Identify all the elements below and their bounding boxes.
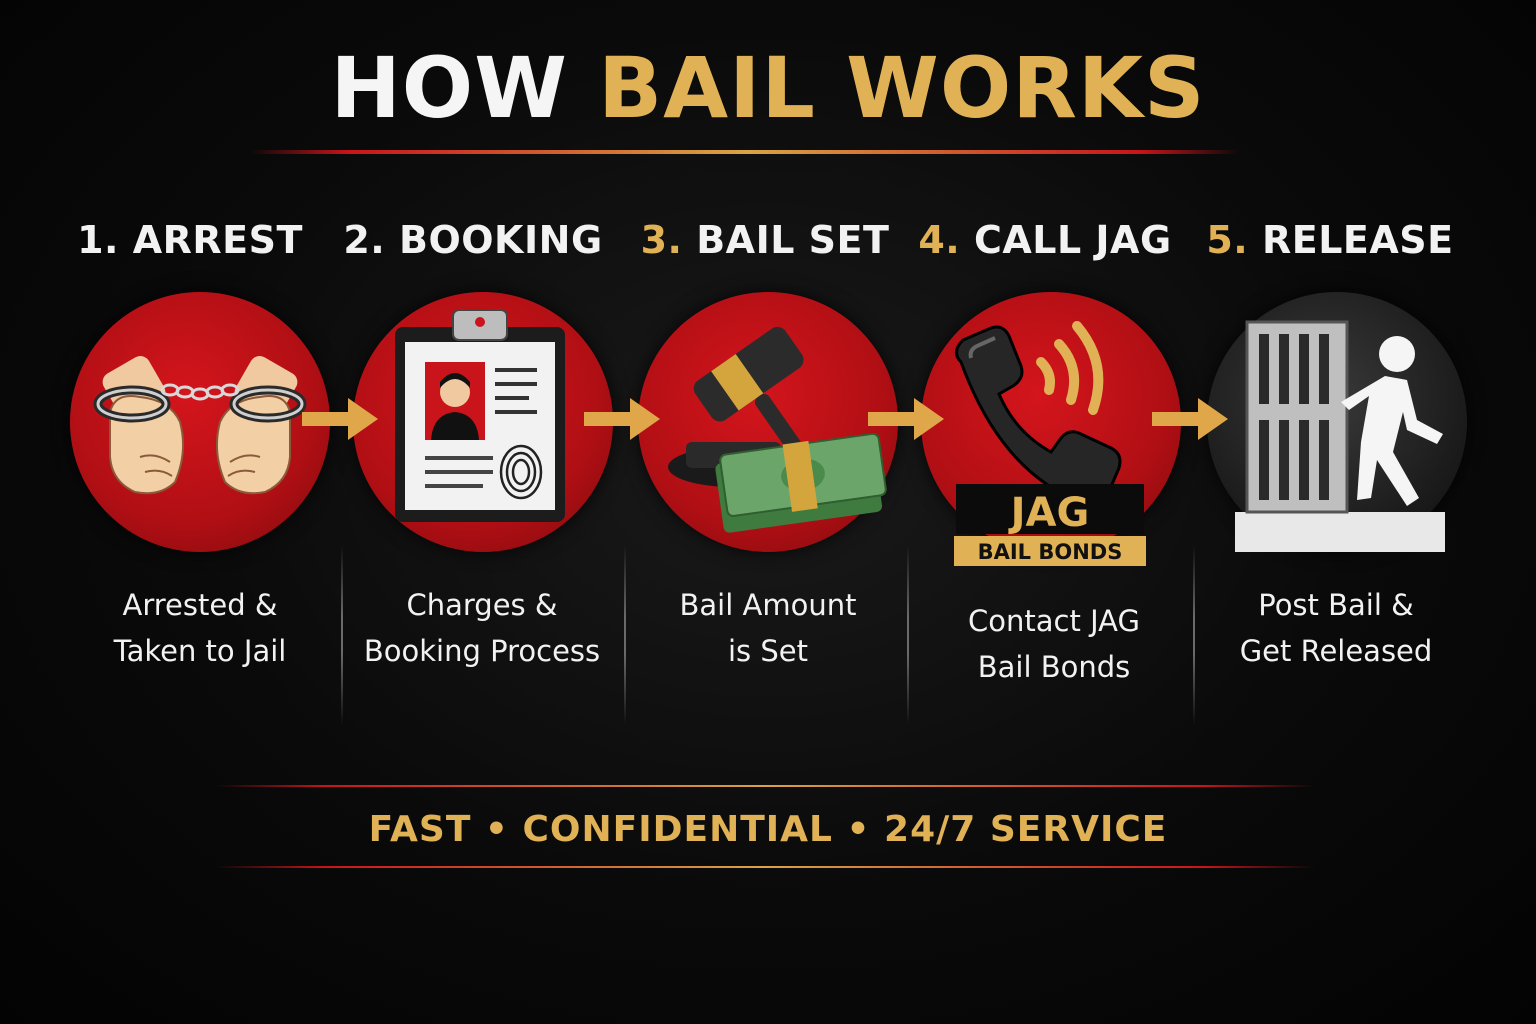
step-label: CALL JAG [973,218,1172,262]
description-line: Contact JAG [968,604,1140,638]
logo-subtitle: BAIL BONDS [978,540,1123,564]
step-description-release: Post Bail & Get Released [1196,582,1476,674]
page-title: HOW BAIL WORKS [0,38,1536,138]
step-number: 3. [640,218,683,262]
step-title-bail-set: 3. BAIL SET [620,218,910,262]
step-title-call-jag: 4. CALL JAG [900,218,1190,262]
description-line: Bail Amount [679,588,857,622]
title-gold-part: BAIL WORKS [598,39,1206,137]
logo-name: JAG [1008,490,1090,536]
clipboard-mugshot-icon [395,309,565,522]
step-circle-arrest [70,292,330,552]
description-line: Get Released [1239,634,1433,668]
step-title-release: 5. RELEASE [1185,218,1475,262]
step-circle-booking [353,292,613,552]
arrow-right-icon [868,398,944,440]
step-circle-release [1207,292,1467,552]
description-line: Taken to Jail [113,634,287,668]
step-label: BAIL SET [696,218,890,262]
arrow-right-icon [302,398,378,440]
step-number: 4. [918,218,961,262]
description-line: Arrested & [122,588,278,622]
footer-tagline: FAST • CONFIDENTIAL • 24/7 SERVICE [368,809,1168,850]
walking-out-of-jail-icon [1235,320,1445,552]
column-divider [1193,545,1195,725]
title-white-part: HOW [330,39,568,137]
step-number: 2. [343,218,386,262]
handcuffs-icon [93,356,307,495]
step-number: 1. [77,218,119,262]
step-title-arrest: 1. ARREST [45,218,335,262]
column-divider [907,545,909,725]
title-underline [250,150,1240,154]
description-line: Charges & [406,588,558,622]
step-title-booking: 2. BOOKING [328,218,618,262]
step-number: 5. [1206,218,1249,262]
step-description-call-jag: Contact JAG Bail Bonds [914,598,1194,690]
description-line: Post Bail & [1258,588,1414,622]
arrow-right-icon [584,398,660,440]
column-divider [341,545,343,725]
step-label: RELEASE [1261,218,1454,262]
step-description-booking: Charges & Booking Process [342,582,622,674]
description-line: Booking Process [363,634,601,668]
step-description-bail-set: Bail Amount is Set [628,582,908,674]
footer-top-rule [215,785,1315,787]
arrow-right-icon [1152,398,1228,440]
step-label: ARREST [132,218,303,262]
footer-bottom-rule [215,866,1315,868]
gavel-money-icon [668,326,887,533]
step-description-arrest: Arrested & Taken to Jail [60,582,340,674]
description-line: is Set [727,634,808,668]
step-label: BOOKING [398,218,603,262]
column-divider [624,545,626,725]
step-circle-bail-set [638,292,898,552]
jag-bail-bonds-logo: JAG BAIL BONDS [954,484,1146,566]
description-line: Bail Bonds [977,650,1131,684]
